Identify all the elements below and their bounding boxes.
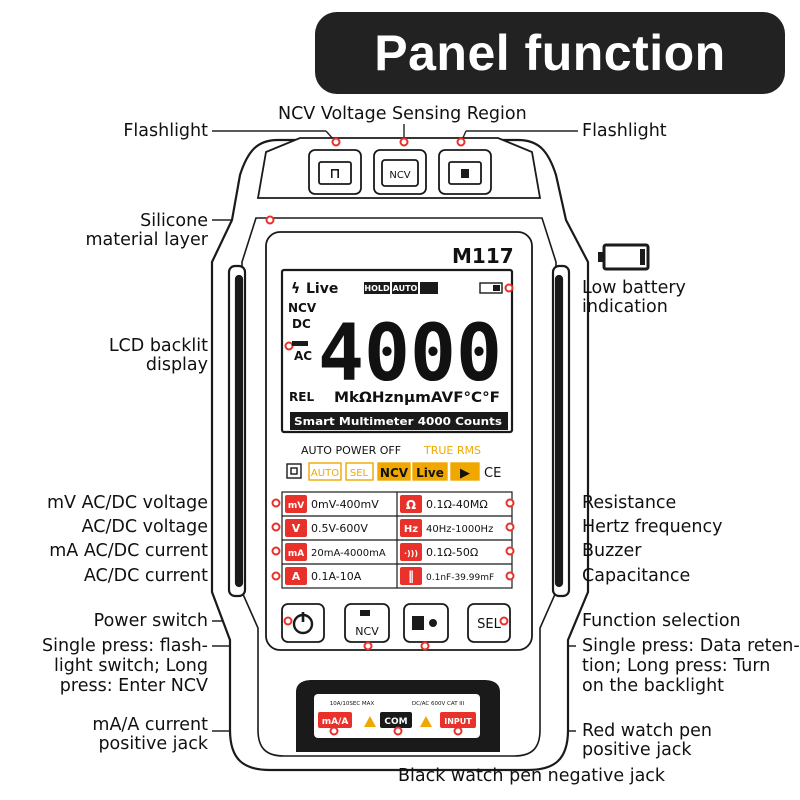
callout-single-left-3: press: Enter NCV — [59, 676, 208, 696]
title-banner: Panel function — [315, 12, 785, 94]
callout-capacitance: Capacitance — [582, 566, 691, 586]
range-text-v: 0.5V-600V — [311, 522, 368, 535]
callout-acdc-current: AC/DC current — [83, 566, 208, 586]
lcd-auto: AUTO — [393, 284, 418, 293]
callout-mv: mV AC/DC voltage — [46, 493, 208, 513]
callout-acdc-voltage: AC/DC voltage — [81, 517, 208, 537]
lcd-reading: 4000 — [318, 309, 502, 399]
range-icon-ohm: Ω — [406, 498, 416, 512]
callout-function-selection: Function selection — [582, 611, 741, 631]
lcd-hold: HOLD — [364, 284, 390, 293]
range-text-mv: 0mV-400mV — [311, 498, 379, 511]
callout-ncv-region: NCV Voltage Sensing Region — [278, 104, 527, 124]
callout-flashlight-right: Flashlight — [582, 121, 667, 141]
callout-hertz: Hertz frequency — [582, 517, 723, 537]
lcd-ac: AC — [294, 349, 312, 363]
range-icon-v: V — [292, 522, 301, 535]
rating-right: DC/AC 600V CAT III — [412, 701, 465, 707]
badge-ce: CE — [484, 466, 501, 481]
lcd-units: MkΩHznµmAVF°C°F — [334, 390, 500, 406]
range-text-ohm: 0.1Ω-40MΩ — [426, 498, 488, 511]
auto-power-off: AUTO POWER OFF — [301, 444, 401, 457]
jack-panel — [296, 680, 500, 752]
callout-ma: mA AC/DC current — [49, 541, 208, 561]
range-icon-tiles — [285, 495, 422, 585]
lcd-live: Live — [306, 281, 338, 297]
range-icon-ma: mA — [288, 549, 304, 559]
range-text-ma: 20mA-4000mA — [311, 548, 386, 559]
jack-ma-a: mA/A — [322, 717, 349, 727]
ncv-button-top — [373, 149, 427, 195]
callout-black-jack: Black watch pen negative jack — [398, 766, 666, 786]
range-icon-hz: Hz — [404, 524, 418, 535]
callout-single-right-3: on the backlight — [582, 676, 725, 696]
callout-red-jack-2: positive jack — [582, 740, 692, 760]
callout-ma-jack-1: mA/A current — [92, 715, 208, 735]
callout-red-jack-1: Red watch pen — [582, 721, 712, 741]
diode-icon: ▶ — [460, 466, 470, 481]
callout-lcd-1: LCD backlit — [108, 336, 208, 356]
range-icon-a: A — [292, 570, 301, 583]
badge-auto: AUTO — [311, 468, 339, 479]
lcd-bolt: ϟ — [291, 281, 300, 297]
callout-silicone-2: material layer — [85, 230, 208, 250]
callout-single-right-1: Single press: Data reten- — [582, 636, 800, 656]
range-text-cap: 0.1nF-39.99mF — [426, 573, 494, 583]
callout-low-battery-1: Low battery — [582, 278, 686, 298]
flashlight-button-left — [308, 149, 362, 195]
callout-silicone-1: Silicone — [140, 211, 208, 231]
range-text-hz: 40Hz-1000Hz — [426, 524, 493, 535]
callout-ma-jack-2: positive jack — [98, 734, 208, 754]
range-icon-buzzer: ·))) — [404, 549, 418, 558]
true-rms: TRUE RMS — [423, 444, 481, 457]
range-text-buzzer: 0.1Ω-50Ω — [426, 546, 478, 559]
lcd-display — [280, 268, 514, 434]
jack-com: COM — [384, 717, 407, 727]
page-title: Panel function — [374, 25, 726, 81]
jack-input: INPUT — [444, 717, 472, 726]
range-table-grid — [281, 491, 513, 589]
badge-live: Live — [416, 466, 444, 480]
lcd-ncv: NCV — [288, 301, 317, 315]
power-button — [281, 603, 325, 643]
callout-power: Power switch — [93, 611, 208, 631]
badge-sel: SEL — [350, 468, 369, 479]
callout-flashlight-left: Flashlight — [123, 121, 208, 141]
hold-backlight-button — [403, 603, 449, 643]
badge-ncv: NCV — [380, 466, 409, 480]
range-icon-cap: ‖ — [408, 569, 414, 583]
lcd-footer: Smart Multimeter 4000 Counts — [294, 415, 502, 428]
battery-icon — [598, 243, 650, 271]
callout-resistance: Resistance — [582, 493, 677, 513]
range-text-a: 0.1A-10A — [311, 570, 362, 583]
callout-lcd-2: display — [145, 355, 208, 375]
flashlight-button-right — [438, 149, 492, 195]
feature-badges — [286, 462, 480, 481]
flashlight-icon-left: ▮ — [331, 168, 338, 183]
lcd-dc: DC — [292, 317, 311, 331]
lcd-rel: REL — [289, 390, 314, 404]
ncv-top-label: NCV — [389, 170, 410, 181]
callout-buzzer: Buzzer — [582, 541, 642, 561]
callout-single-left-2: light switch; Long — [53, 656, 208, 676]
ncv-bottom-label: NCV — [355, 625, 379, 638]
callout-low-battery-2: indication — [582, 297, 668, 317]
model-label: M117 — [452, 244, 514, 268]
sel-label: SEL — [477, 617, 501, 632]
callout-single-right-2: tion; Long press: Turn — [582, 656, 771, 676]
callout-markers — [265, 137, 515, 736]
range-icon-mv: mV — [288, 501, 304, 511]
callout-single-left-1: Single press: flash- — [41, 636, 208, 656]
rating-left: 10A/10SEC MAX — [330, 701, 375, 707]
sel-button — [467, 603, 511, 643]
